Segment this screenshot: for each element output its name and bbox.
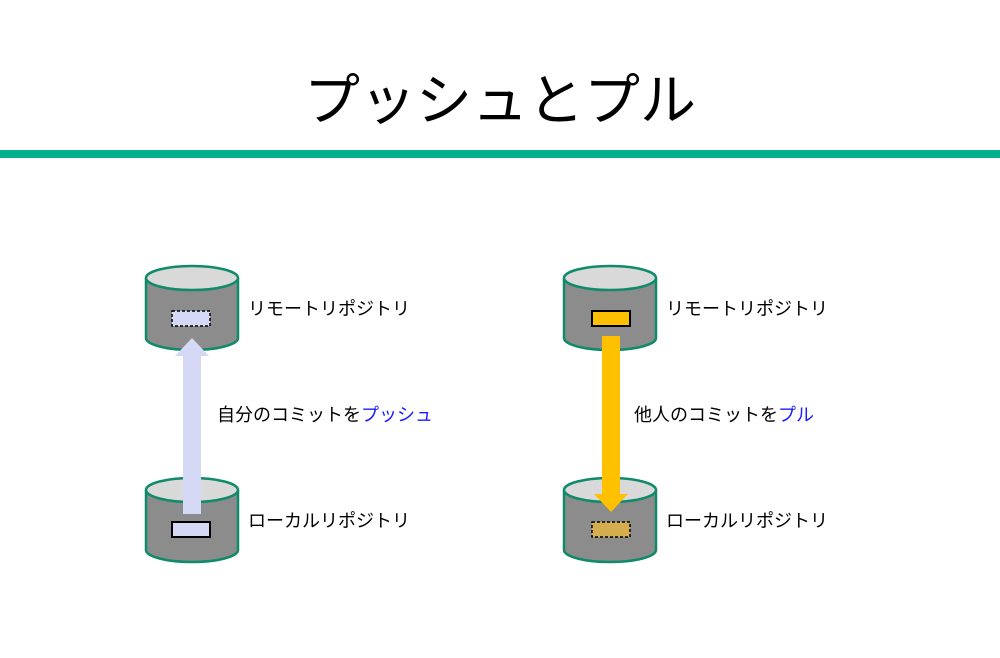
push-caption-prefix: 自分のコミットを (217, 405, 361, 426)
pull-remote-label: リモートリポジトリ (666, 299, 828, 320)
push-remote-label: リモートリポジトリ (248, 299, 410, 320)
pull-remote-repository (562, 264, 658, 352)
pull-arrow (594, 336, 628, 512)
push-remote-commit-placeholder (171, 310, 211, 327)
page-title: プッシュとプル (304, 69, 696, 134)
push-caption-verb: プッシュ (361, 405, 433, 426)
pull-caption-prefix: 他人のコミットを (634, 405, 778, 426)
pull-remote-commit (591, 310, 631, 327)
push-caption: 自分のコミットをプッシュ (217, 403, 433, 429)
pull-local-commit-placeholder (591, 521, 631, 538)
title-divider (0, 150, 1000, 158)
pull-local-label: ローカルリポジトリ (666, 511, 828, 532)
push-local-label: ローカルリポジトリ (248, 511, 410, 532)
pull-caption: 他人のコミットをプル (634, 403, 814, 429)
push-arrow (175, 338, 209, 514)
push-remote-repository (144, 264, 240, 352)
pull-caption-verb: プル (778, 405, 814, 426)
push-local-commit (171, 521, 211, 538)
